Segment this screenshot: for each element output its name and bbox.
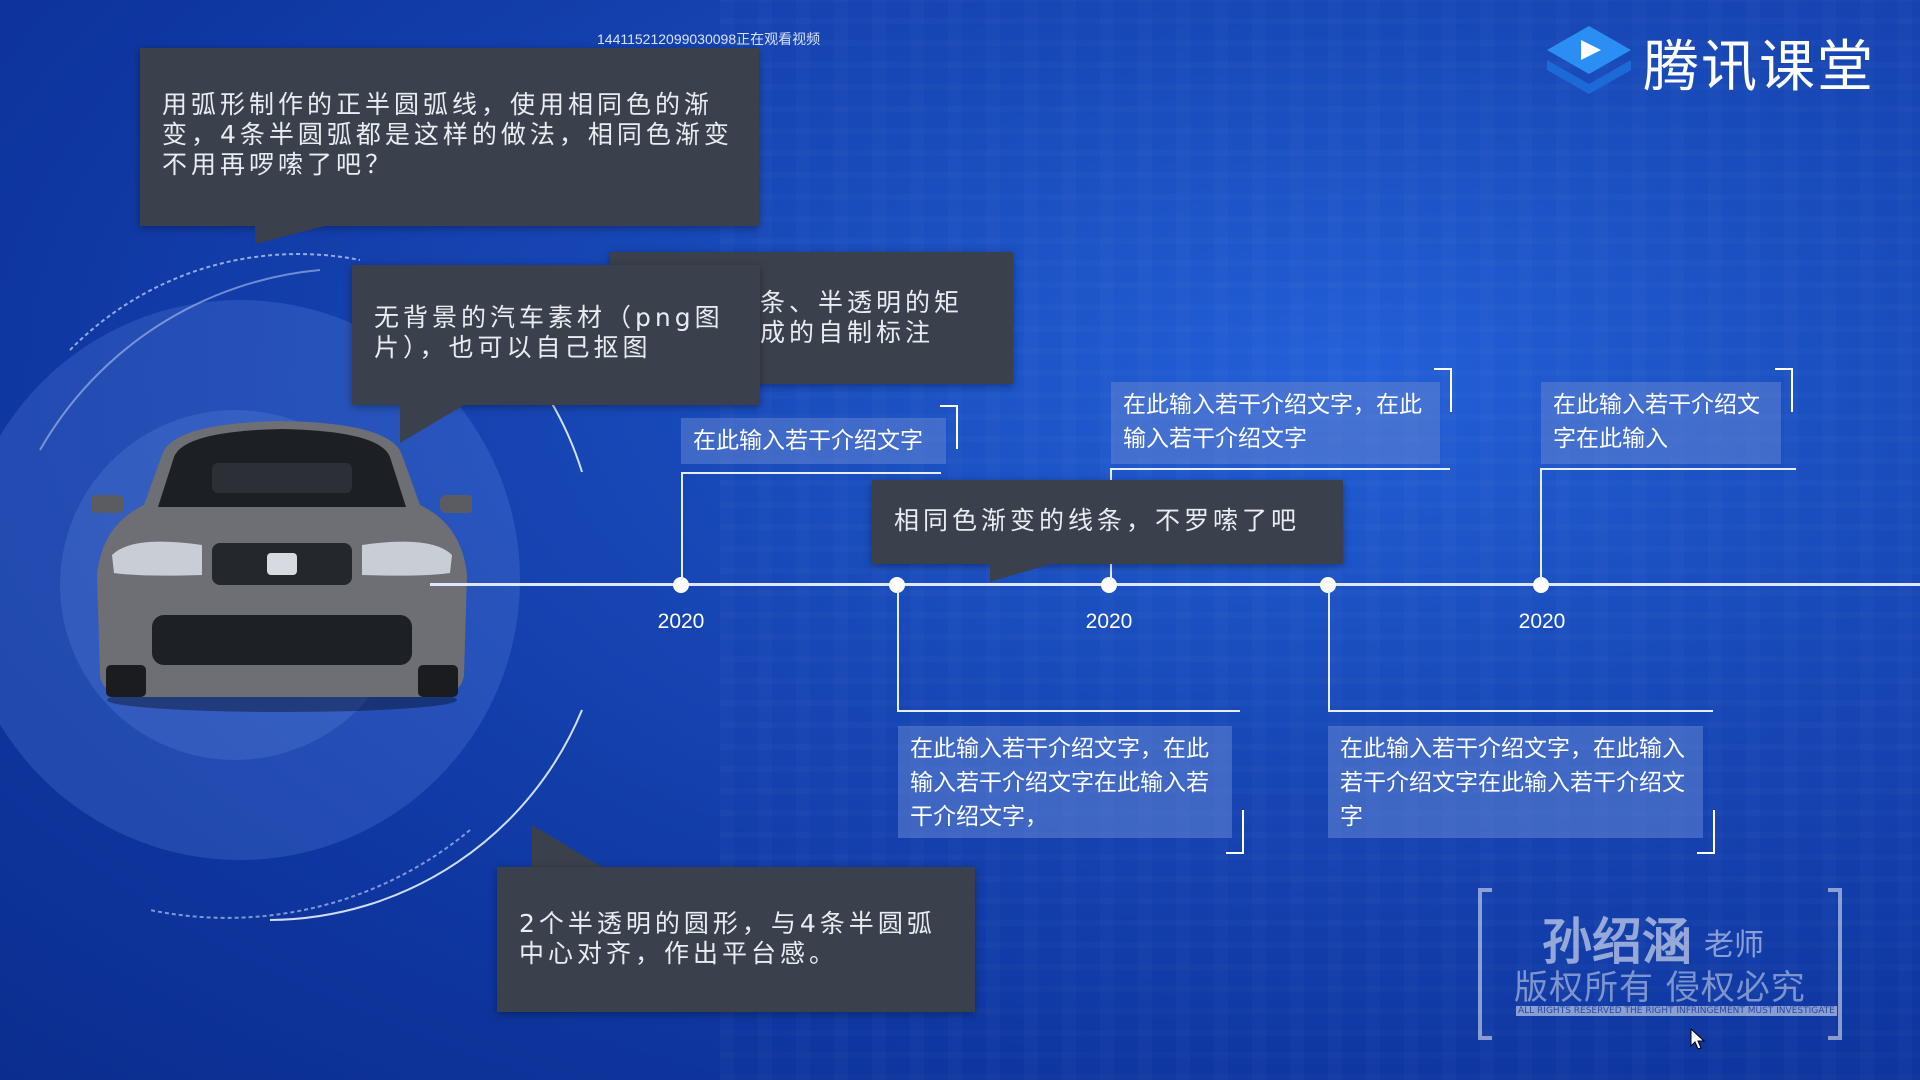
callout-tail	[990, 564, 1050, 582]
connector-line	[681, 472, 683, 580]
semicircle-arcs	[39, 253, 583, 921]
info-box: 在此输入若干介绍文字，在此输入若干介绍文字在此输入若干介绍文字，	[898, 726, 1232, 838]
timeline-dot	[1533, 577, 1549, 593]
watching-banner: 1441152120990300​98正在观看视频	[597, 31, 821, 47]
watermark-bracket	[1478, 888, 1492, 1040]
timeline-dot	[1101, 577, 1117, 593]
connector-line	[1540, 468, 1542, 580]
timeline-dot	[1320, 577, 1336, 593]
rights-small-text: ALL RIGHTS RESERVED THE RIGHT INFRINGEME…	[1516, 1006, 1837, 1016]
info-box: 在此输入若干介绍文字，在此输入若干介绍文字	[1111, 382, 1440, 464]
corner-bracket	[1226, 810, 1244, 854]
connector-line	[1328, 590, 1330, 710]
info-box: 在此输入若干介绍文字，在此输入若干介绍文字在此输入若干介绍文字	[1328, 726, 1703, 838]
timeline-line	[430, 583, 1920, 586]
play-logo-icon	[1547, 26, 1631, 94]
connector-line	[681, 472, 941, 474]
car-image	[92, 421, 472, 712]
timeline-dot	[673, 577, 689, 593]
year-label: 2020	[657, 610, 705, 633]
callout-tail	[400, 405, 464, 443]
callout-car: 无背景的汽车素材（png图片），也可以自己抠图	[352, 265, 760, 405]
connector-line	[1110, 468, 1450, 470]
rights-text: 版权所有 侵权必究	[1514, 968, 1806, 1008]
callout-tail	[532, 825, 602, 867]
callout-arc: 用弧形制作的正半圆弧线，使用相同色的渐变，4条半圆弧都是这样的做法，相同色渐变不…	[140, 48, 759, 226]
info-box: 在此输入若干介绍文字	[681, 418, 946, 464]
corner-bracket	[1775, 368, 1793, 412]
connector-line	[897, 710, 1240, 712]
year-label: 2020	[1518, 610, 1566, 633]
watermark-bracket	[1828, 888, 1842, 1040]
corner-bracket	[1697, 810, 1715, 854]
callout-platform: 2个半透明的圆形，与4条半圆弧中心对齐，作出平台感。	[497, 867, 975, 1012]
connector-line	[1328, 710, 1713, 712]
corner-bracket	[1434, 368, 1452, 412]
timeline-dot	[889, 577, 905, 593]
tencent-classroom-logo: 腾讯课堂	[1545, 22, 1875, 102]
teacher-role: 老师	[1704, 928, 1764, 963]
teacher-name: 孙绍涵	[1542, 913, 1692, 971]
logo-text: 腾讯课堂	[1643, 34, 1875, 100]
cursor-icon	[1690, 1028, 1706, 1050]
connector-line	[1540, 468, 1796, 470]
copyright-watermark: 孙绍涵 老师 版权所有 侵权必究 ALL RIGHTS RESERVED THE…	[1478, 888, 1842, 1040]
callout-tail	[255, 226, 325, 244]
callout-lines: 相同色渐变的线条，不罗嗦了吧	[872, 480, 1343, 564]
connector-line	[897, 590, 899, 710]
info-box: 在此输入若干介绍文字在此输入	[1541, 382, 1781, 464]
year-label: 2020	[1085, 610, 1133, 633]
corner-bracket	[940, 405, 958, 449]
